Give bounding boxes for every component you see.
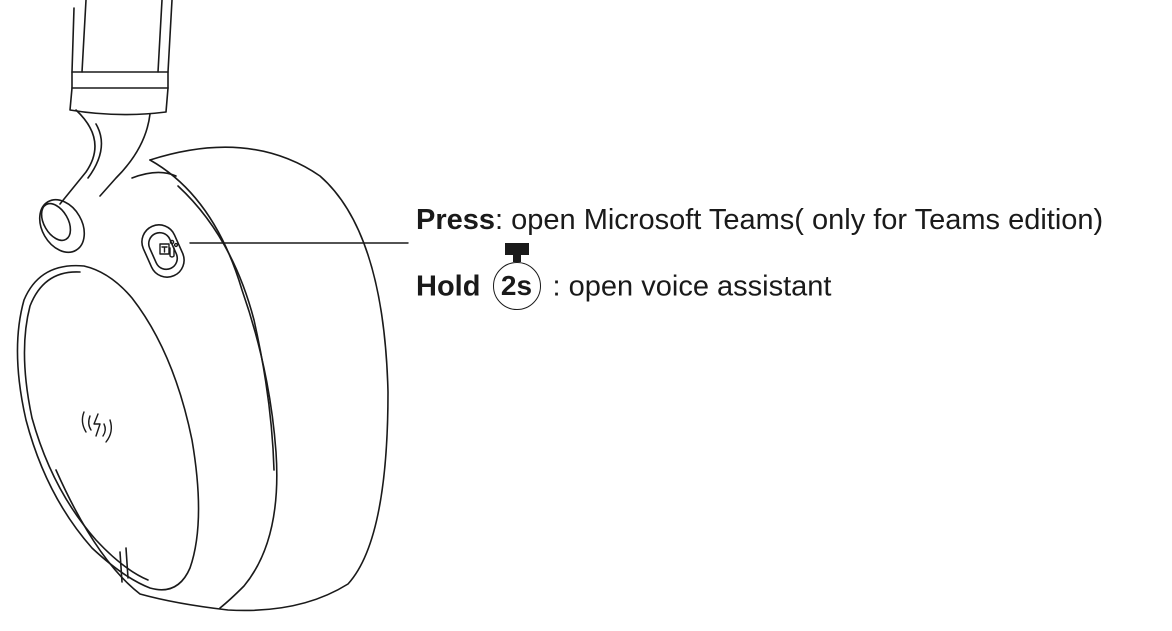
button-stem xyxy=(512,254,521,262)
press-instruction: Press: open Microsoft Teams( only for Te… xyxy=(416,203,1103,237)
headband xyxy=(69,0,173,116)
slider-arm xyxy=(59,109,151,205)
press-keyword: Press xyxy=(416,204,496,236)
teams-button xyxy=(141,224,185,278)
hold-instruction: Hold 2s : open voice assistant xyxy=(416,243,832,310)
duration-circle xyxy=(492,262,541,310)
hold-duration: 2s xyxy=(500,270,533,301)
teams-icon xyxy=(159,239,179,258)
button-cap xyxy=(504,243,529,255)
button-hold-icon: 2s xyxy=(492,243,543,310)
press-description: : open Microsoft Teams( only for Teams e… xyxy=(495,204,1104,236)
hinge xyxy=(38,198,86,254)
outer-plate xyxy=(16,264,200,591)
wireless-charging-icon xyxy=(81,411,113,443)
hold-keyword: Hold xyxy=(416,270,481,303)
hold-description: : open voice assistant xyxy=(544,270,832,303)
ear-cup xyxy=(55,146,389,612)
